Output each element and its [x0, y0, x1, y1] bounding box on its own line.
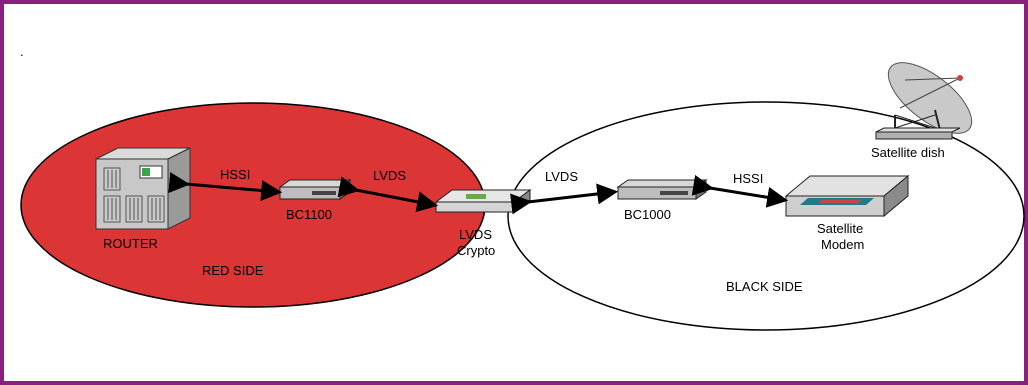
lvds-crypto-icon: [434, 189, 532, 213]
link-label-lvds-left: LVDS: [373, 168, 406, 183]
link-crypto-bc1000: [510, 183, 619, 215]
bc1000-device-icon: [616, 179, 708, 200]
link-label-hssi-left: HSSI: [220, 167, 250, 182]
link-bc1100-crypto: [337, 176, 439, 213]
modem-label-line2: Modem: [821, 237, 864, 252]
bc1100-device-icon: [278, 179, 352, 200]
dish-label: Satellite dish: [871, 145, 945, 160]
satellite-dish-icon: [875, 62, 973, 140]
red-side-label: RED SIDE: [202, 263, 264, 278]
link-router-bc1100: [168, 172, 283, 202]
crypto-label-line2: Crypto: [457, 243, 495, 258]
crypto-label-line1: LVDS: [459, 227, 492, 242]
bc1000-label: BC1000: [624, 207, 671, 222]
black-side-zone: [507, 101, 1025, 331]
link-bc1000-modem: [691, 174, 789, 208]
link-label-lvds-right: LVDS: [545, 169, 578, 184]
satellite-modem-icon: [784, 174, 910, 218]
bc1100-label: BC1100: [286, 207, 332, 222]
stray-dot: .: [20, 44, 24, 59]
modem-label-line1: Satellite: [817, 221, 863, 236]
router-icon: [95, 147, 191, 230]
link-label-hssi-right: HSSI: [733, 171, 763, 186]
black-side-label: BLACK SIDE: [726, 279, 803, 294]
router-label: ROUTER: [103, 236, 158, 251]
